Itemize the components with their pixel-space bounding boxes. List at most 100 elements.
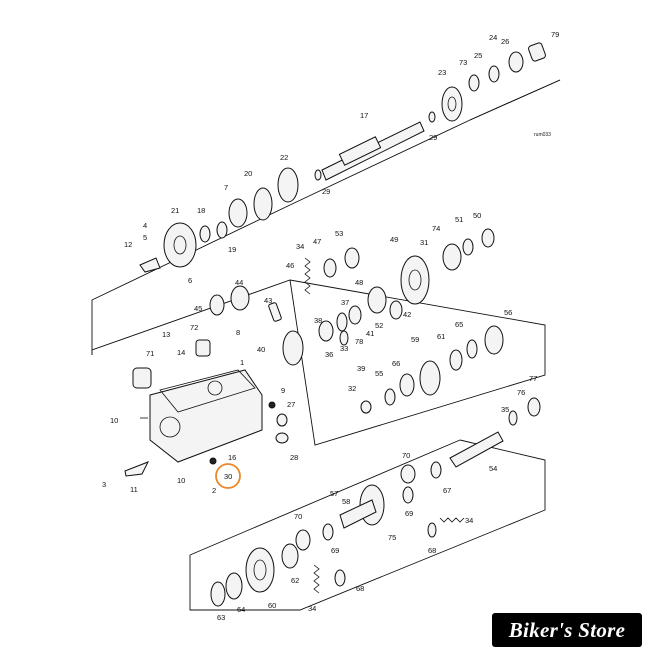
callout-11: 11: [130, 485, 138, 494]
callout-7: 7: [224, 183, 228, 192]
bearing-38: [318, 320, 334, 342]
plug-2: [209, 457, 217, 465]
callout-74: 74: [432, 224, 440, 233]
callout-37: 37: [341, 298, 349, 307]
ring-37: [348, 305, 362, 325]
nut-26: [508, 51, 524, 73]
callout-79: 79: [551, 30, 559, 39]
callout-12: 12: [124, 240, 132, 249]
callout-10b: 10: [177, 476, 185, 485]
callout-73: 73: [459, 58, 467, 67]
callout-70b: 70: [294, 512, 302, 521]
seal-18: [199, 225, 211, 243]
callout-76: 76: [517, 388, 525, 397]
washer-69b: [322, 523, 334, 541]
callout-34c: 34: [308, 604, 316, 613]
callout-48: 48: [355, 278, 363, 287]
washer-77: [527, 397, 541, 417]
callout-10a: 10: [110, 416, 118, 425]
ring-45: [209, 294, 225, 316]
callout-55: 55: [375, 369, 383, 378]
diagram-frames: [91, 79, 561, 611]
figure-ref: rum033: [534, 132, 551, 138]
gear-56: [484, 325, 504, 355]
bearing-7: [228, 198, 248, 228]
callout-20: 20: [244, 169, 252, 178]
callout-1: 1: [240, 358, 244, 367]
callout-21: 21: [171, 206, 179, 215]
callout-43: 43: [264, 296, 272, 305]
callout-65: 65: [455, 320, 463, 329]
bushing-79: [528, 42, 546, 62]
gear-40: [282, 330, 304, 366]
callout-38: 38: [314, 316, 322, 325]
spring-34b: [439, 517, 465, 523]
callout-63: 63: [217, 613, 225, 622]
callout-3: 3: [102, 480, 106, 489]
callout-58: 58: [342, 497, 350, 506]
gear-22: [277, 167, 299, 203]
bearing-52: [367, 286, 387, 314]
spring-34c: [313, 564, 320, 594]
ring-42: [389, 300, 403, 320]
ring-29a: [428, 111, 436, 123]
callout-18: 18: [197, 206, 205, 215]
callout-69b: 69: [331, 546, 339, 555]
washer-55: [384, 388, 396, 406]
gear-60: [245, 547, 275, 593]
highlight-ring: [215, 463, 241, 489]
mainshaft-assembly: [163, 42, 546, 268]
callout-70a: 70: [402, 451, 410, 460]
callout-57: 57: [330, 489, 338, 498]
callout-31: 31: [420, 238, 428, 247]
ring-61: [449, 349, 463, 371]
bearing-20: [253, 187, 273, 221]
callout-35: 35: [501, 405, 509, 414]
clip-3: [124, 461, 150, 477]
bearing-72: [195, 339, 211, 357]
frame-connector: [189, 439, 461, 556]
callout-33: 33: [340, 344, 348, 353]
ring-35: [508, 410, 518, 426]
case-bore: [207, 380, 223, 396]
callout-27: 27: [287, 400, 295, 409]
callout-39: 39: [357, 364, 365, 373]
bikers-store-logo: Biker's Store: [492, 613, 642, 647]
ring-29b: [314, 169, 322, 181]
logo-text: Biker's Store: [508, 617, 626, 642]
upper-frame: [91, 79, 561, 355]
callout-64: 64: [237, 605, 245, 614]
bearing-73: [468, 74, 480, 92]
callout-28: 28: [290, 453, 298, 462]
callout-17: 17: [360, 111, 368, 120]
ring-64: [225, 572, 243, 600]
callout-50: 50: [473, 211, 481, 220]
seal-19: [216, 221, 228, 239]
ring-67: [430, 461, 442, 479]
detent-27: [276, 413, 288, 427]
callout-25: 25: [474, 51, 482, 60]
bearing-70b: [295, 529, 311, 551]
callout-72: 72: [190, 323, 198, 332]
nut-32: [360, 400, 372, 414]
callout-52: 52: [375, 321, 383, 330]
callout-60: 60: [268, 601, 276, 610]
ring-50: [481, 228, 495, 248]
lower-frame: [189, 439, 546, 611]
callout-2: 2: [212, 486, 216, 495]
washer-47: [323, 258, 337, 278]
housing-71: [132, 367, 152, 389]
gear-49: [400, 255, 430, 305]
gear-60-hub: [253, 559, 267, 581]
callout-46: 46: [286, 261, 294, 270]
case-body: [149, 369, 263, 463]
callout-56: 56: [504, 308, 512, 317]
callout-77: 77: [529, 374, 537, 383]
upper-frame-top: [469, 79, 561, 121]
callout-67: 67: [443, 486, 451, 495]
gear-59: [419, 360, 441, 396]
callout-26: 26: [501, 37, 509, 46]
callout-labels: 1 2 3 4 5 6 7 8 9 10 10 11 12 13 14 16 1…: [102, 30, 559, 622]
callout-62: 62: [291, 576, 299, 585]
callout-68a: 68: [428, 546, 436, 555]
